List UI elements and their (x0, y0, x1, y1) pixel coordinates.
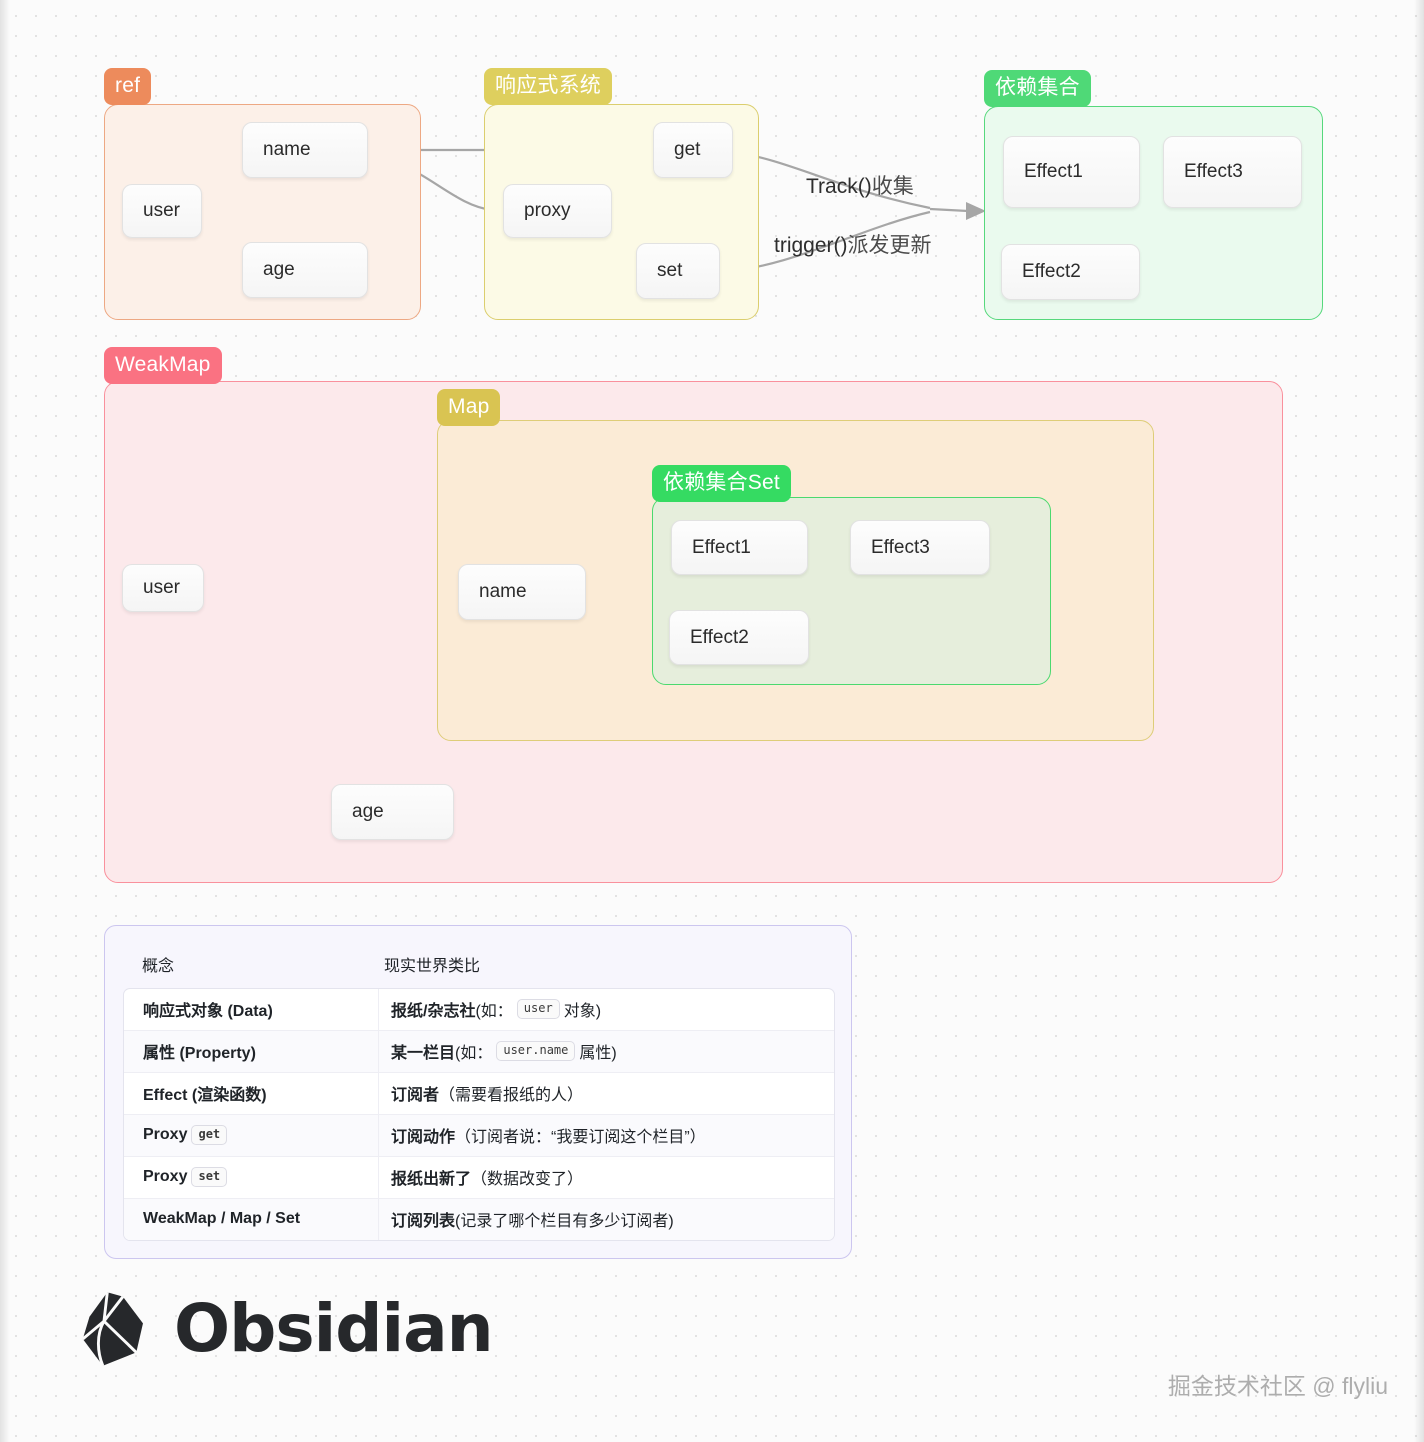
page-shadow-left (0, 0, 10, 1442)
node-effect3[interactable]: Effect3 (1163, 136, 1302, 208)
analogy-bold: 报纸出新了 (391, 1171, 472, 1188)
node-weakmap-age[interactable]: age (331, 784, 454, 840)
group-label-reactive-system: 响应式系统 (484, 68, 612, 105)
node-label: proxy (524, 200, 571, 221)
edge-label-cn: 收集 (871, 175, 914, 198)
analogy-pre: （订阅者说：“我要订阅这个栏目”） (455, 1129, 706, 1146)
inline-code-chip: user.name (496, 1040, 576, 1062)
table-header-cell-analogy: 现实世界类比 (378, 952, 480, 976)
node-label: Effect2 (1022, 261, 1081, 282)
node-set-effect2[interactable]: Effect2 (669, 610, 809, 665)
group-label-dependency-set-inner: 依赖集合Set (652, 465, 791, 502)
node-ref-user[interactable]: user (122, 184, 202, 238)
concept-label: 属性 (Property) (143, 1045, 256, 1062)
node-label: Effect2 (690, 626, 749, 648)
analogy-post: 对象) (563, 1003, 602, 1020)
node-label: Effect3 (1184, 161, 1243, 182)
analogy-pre: （需要看报纸的人） (439, 1087, 584, 1104)
node-label: user (143, 577, 180, 598)
obsidian-logo: Obsidian (78, 1290, 494, 1368)
table-header-cell-concept: 概念 (123, 952, 378, 976)
node-set-effect3[interactable]: Effect3 (850, 520, 990, 575)
node-weakmap-user[interactable]: user (122, 564, 204, 612)
analogy-bold: 报纸/杂志社 (391, 1003, 476, 1020)
concept-label: Effect (渲染函数) (143, 1087, 267, 1104)
analogy-pre: (记录了哪个栏目有多少订阅者) (455, 1213, 674, 1230)
node-effect1[interactable]: Effect1 (1003, 136, 1140, 208)
group-label-dependency-set: 依赖集合 (984, 70, 1091, 107)
node-label: age (263, 259, 295, 280)
node-label: name (479, 581, 527, 602)
concept-label: 响应式对象 (Data) (143, 1003, 273, 1020)
analogy-pre: (如： (475, 1003, 513, 1020)
node-label: age (352, 801, 384, 822)
table-row: Effect (渲染函数) 订阅者 （需要看报纸的人） (124, 1073, 834, 1115)
group-label-weakmap: WeakMap (104, 347, 222, 384)
concept-label: Proxy (143, 1168, 188, 1185)
header-label: 现实世界类比 (384, 958, 481, 975)
table-row: WeakMap / Map / Set 订阅列表 (记录了哪个栏目有多少订阅者) (124, 1199, 834, 1240)
table-cell-analogy: 订阅列表 (记录了哪个栏目有多少订阅者) (379, 1199, 834, 1240)
page-shadow-right (1414, 0, 1424, 1442)
edge-label-cn: 派发更新 (847, 234, 932, 257)
node-ref-age[interactable]: age (242, 242, 368, 298)
node-set-effect1[interactable]: Effect1 (671, 520, 808, 575)
watermark: 掘金技术社区 @ flyliu (1167, 1373, 1388, 1399)
inline-code-chip: set (191, 1166, 228, 1188)
node-set[interactable]: set (636, 243, 720, 299)
table-cell-concept: 属性 (Property) (124, 1031, 379, 1072)
inline-code-chip: user (516, 998, 560, 1020)
analogy-bold: 订阅动作 (391, 1129, 456, 1146)
node-label: name (263, 139, 311, 160)
concept-label: Proxy (143, 1126, 188, 1143)
node-proxy[interactable]: proxy (503, 184, 612, 238)
analogy-pre: （数据改变了） (471, 1171, 584, 1188)
analogy-pre: (如： (455, 1045, 493, 1062)
table-cell-concept: WeakMap / Map / Set (124, 1199, 379, 1240)
edge-label-trigger: trigger()派发更新 (774, 229, 932, 259)
inline-code-chip: get (191, 1124, 228, 1146)
analogy-post: 属性) (579, 1045, 617, 1062)
analogy-bold: 某一栏目 (391, 1045, 456, 1062)
table-cell-concept: Effect (渲染函数) (124, 1073, 379, 1114)
edge-label-fn: trigger() (774, 234, 848, 257)
group-label-ref: ref (104, 68, 152, 105)
node-label: Effect1 (692, 536, 751, 558)
edge-label-track: Track()收集 (806, 170, 914, 200)
obsidian-wordmark: Obsidian (174, 1290, 494, 1367)
node-label: Effect3 (871, 536, 930, 558)
node-label: get (674, 139, 701, 160)
table-cell-concept: 响应式对象 (Data) (124, 989, 379, 1030)
concept-label: WeakMap / Map / Set (143, 1210, 301, 1227)
node-get[interactable]: get (653, 122, 733, 178)
node-effect2[interactable]: Effect2 (1001, 244, 1140, 300)
table-header-row: 概念 现实世界类比 (123, 940, 835, 988)
node-ref-name[interactable]: name (242, 122, 368, 178)
header-label: 概念 (142, 958, 175, 975)
obsidian-gem-icon (81, 1292, 143, 1367)
table-cell-analogy: 报纸出新了 （数据改变了） (379, 1157, 834, 1198)
group-label-map: Map (437, 389, 501, 426)
node-label: Effect1 (1024, 161, 1083, 182)
table-cell-analogy: 订阅者 （需要看报纸的人） (379, 1073, 834, 1114)
edge-label-fn: Track() (806, 175, 872, 198)
analogy-bold: 订阅者 (391, 1087, 440, 1104)
table-cell-analogy: 订阅动作 （订阅者说：“我要订阅这个栏目”） (379, 1115, 834, 1156)
node-map-name[interactable]: name (458, 564, 586, 620)
analogy-bold: 订阅列表 (391, 1213, 456, 1230)
node-label: set (657, 260, 683, 281)
node-label: user (143, 200, 180, 221)
